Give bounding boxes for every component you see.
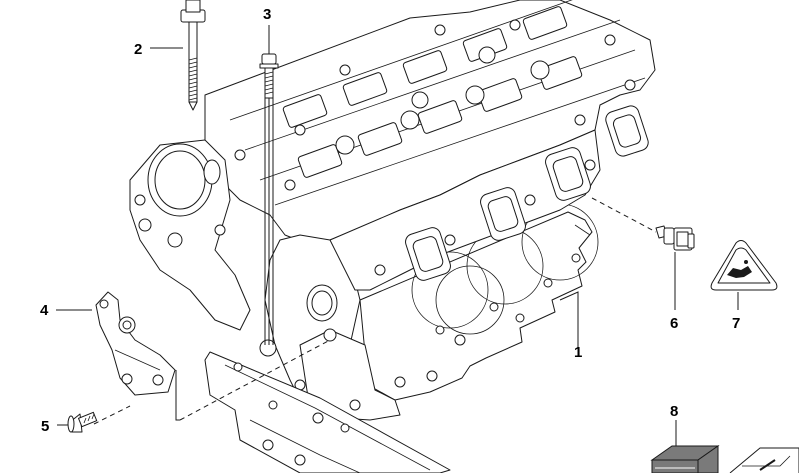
countersunk-screw[interactable]	[67, 411, 98, 433]
callout-8: 8	[670, 403, 678, 420]
callout-numbers: 1 2 3 4 5 6 7 8	[40, 6, 740, 435]
partial-box	[729, 447, 799, 473]
callout-6: 6	[670, 315, 678, 332]
warning-label[interactable]	[710, 240, 778, 291]
temperature-sensor[interactable]	[655, 225, 695, 251]
cylinder-head	[129, 0, 656, 421]
bracket[interactable]	[95, 291, 176, 396]
callout-4: 4	[40, 302, 49, 319]
callout-2: 2	[134, 41, 142, 58]
flange-bolt[interactable]	[259, 53, 279, 345]
exhaust-flange-gasket	[204, 351, 451, 473]
callout-1: 1	[574, 344, 582, 361]
leader-lines	[56, 25, 739, 446]
callout-7: 7	[732, 315, 740, 332]
callout-5: 5	[41, 418, 49, 435]
repair-kit-box[interactable]	[650, 445, 720, 473]
callout-3: 3	[263, 6, 271, 23]
head-bolt[interactable]	[180, 0, 206, 111]
